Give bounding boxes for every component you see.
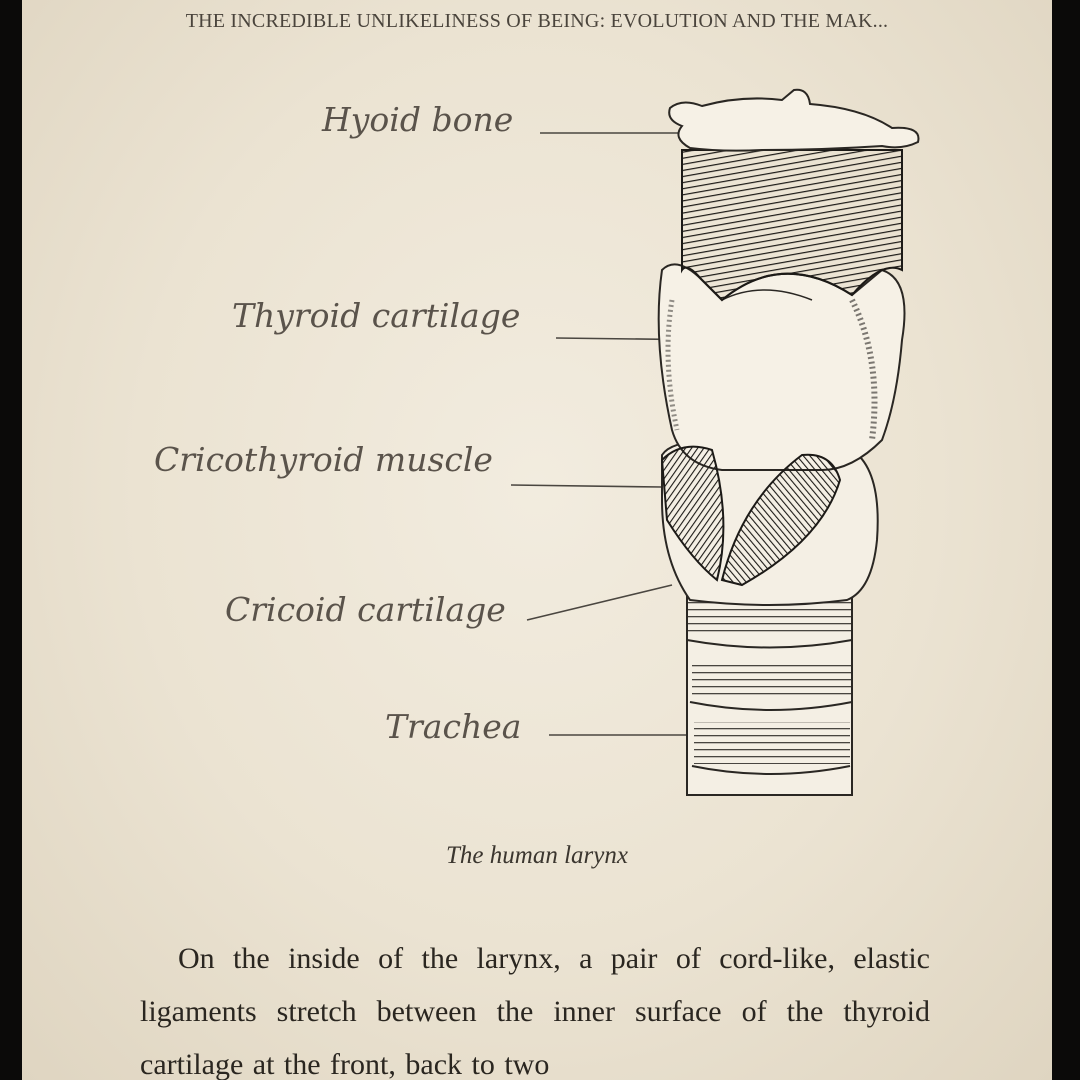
label-thyroid-cartilage: Thyroid cartilage — [232, 296, 521, 335]
figure-caption: The human larynx — [446, 842, 628, 869]
cricothyroid-right-drawing — [720, 453, 842, 587]
thyroid-drawing — [657, 263, 906, 471]
body-paragraph: On the inside of the larynx, a pair of c… — [140, 942, 930, 1080]
membrane-drawing — [681, 149, 903, 302]
book-page: THE INCREDIBLE UNLIKELINESS OF BEING: EV… — [22, 0, 1052, 1080]
leader-lines — [510, 132, 718, 736]
larynx-figure: Hyoid bone Thyroid cartilage Cricothyroi… — [22, 0, 1052, 1080]
hyoid-drawing — [668, 88, 920, 152]
cricothyroid-left-drawing — [660, 445, 725, 582]
trachea-drawing — [686, 589, 853, 796]
label-cricoid-cartilage: Cricoid cartilage — [225, 590, 506, 629]
label-cricothyroid-muscle: Cricothyroid muscle — [154, 440, 493, 479]
larynx-illustration — [510, 88, 920, 796]
running-head: THE INCREDIBLE UNLIKELINESS OF BEING: EV… — [185, 10, 889, 32]
label-trachea: Trachea — [385, 707, 522, 746]
label-hyoid-bone: Hyoid bone — [322, 100, 514, 139]
